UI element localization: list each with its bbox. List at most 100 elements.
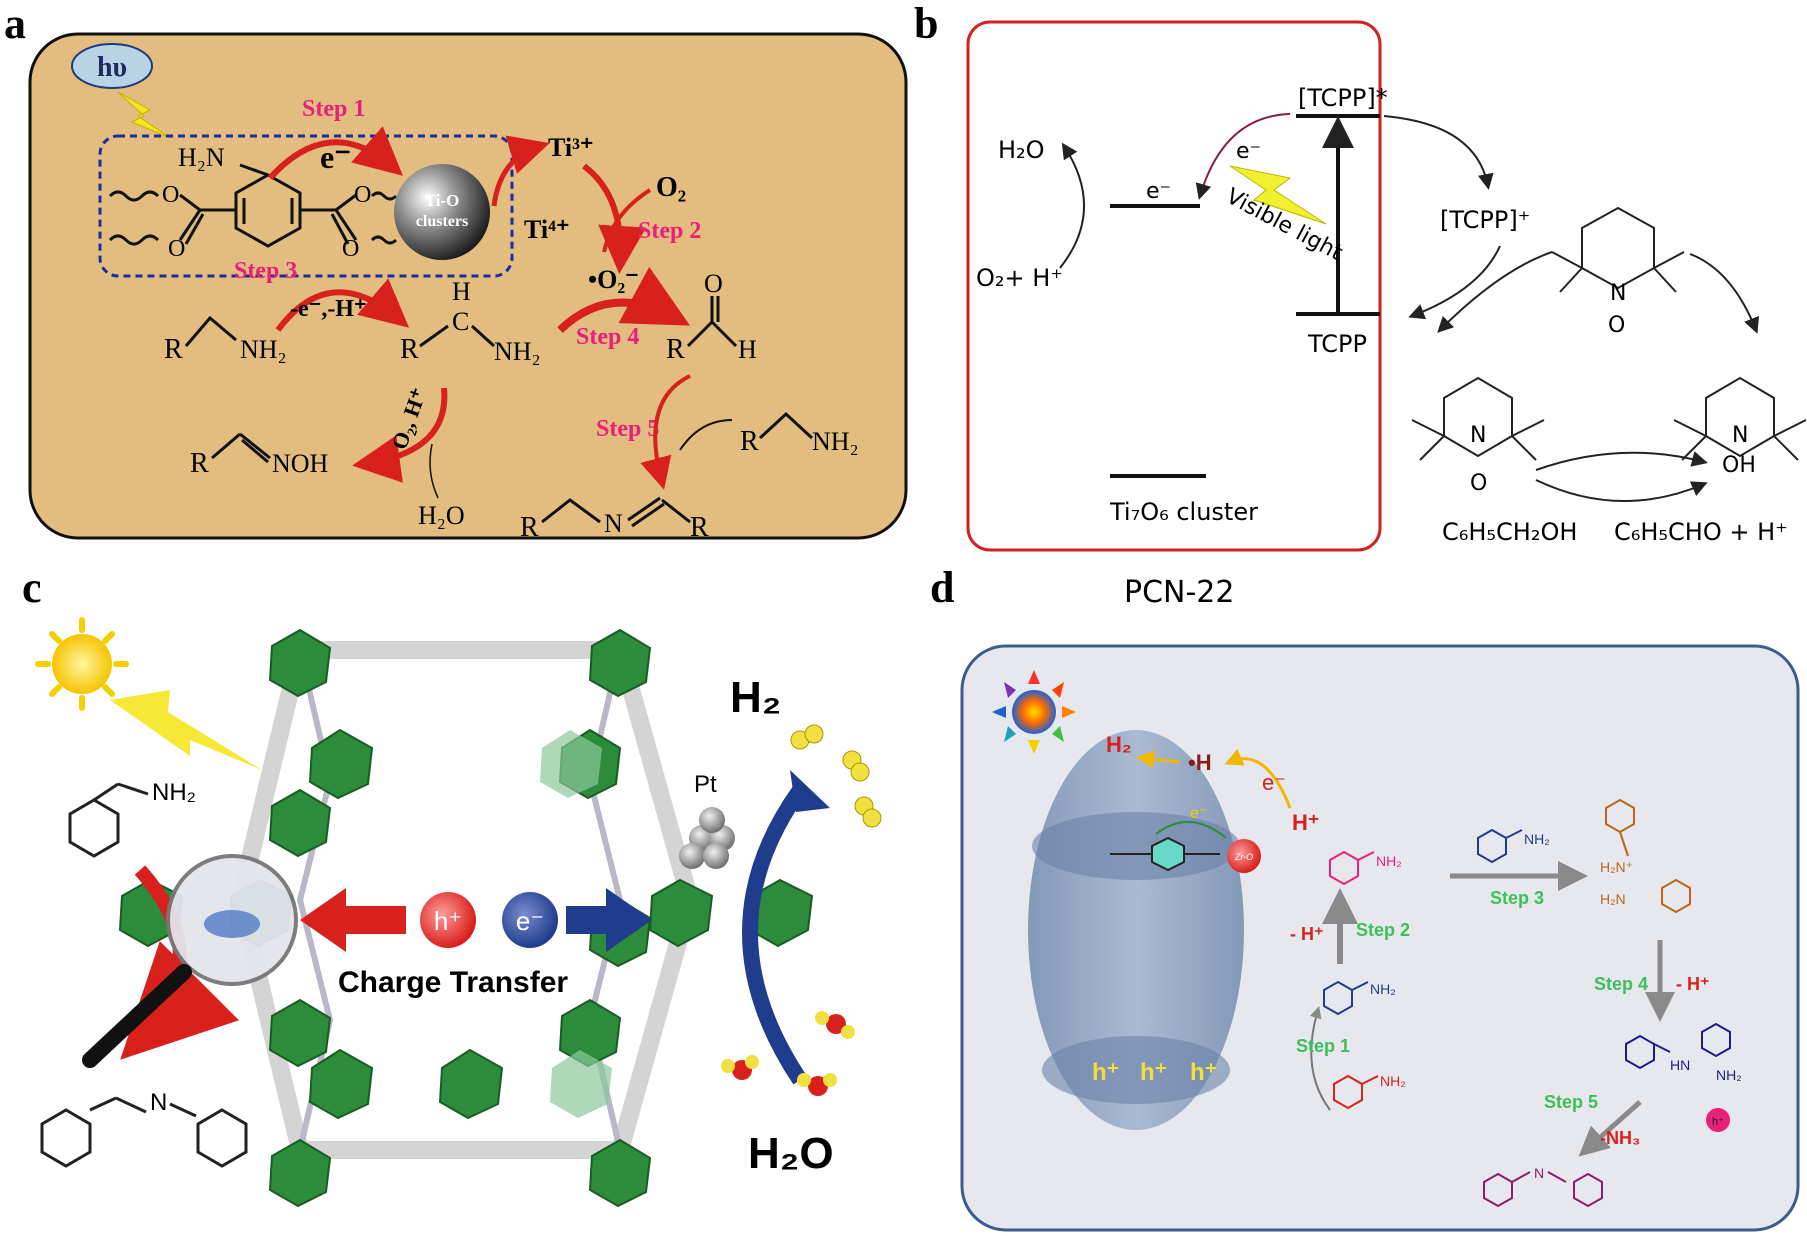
intermediate-d: [1625, 1022, 1731, 1070]
step4-label-d: Step 4: [1594, 974, 1648, 994]
step5-amine-arrow: [679, 419, 733, 451]
step3-label: Step 3: [234, 258, 297, 284]
visible-light-bolt: [1229, 165, 1327, 225]
h2-molecules: [790, 724, 882, 828]
ti-o-label-1: Ti-O: [425, 191, 460, 210]
hn-label: HN: [1670, 1057, 1690, 1073]
panel-letter-b: b: [914, 0, 939, 48]
radical-c: C: [452, 307, 469, 336]
r-amine-bonds: [184, 315, 237, 347]
imine-n-d: N: [1534, 1165, 1544, 1181]
minus-nh3-label: -NH₃: [1600, 1128, 1640, 1148]
carboxyl-o-4: O: [342, 236, 359, 262]
panel-a-background: [28, 32, 908, 540]
photon-ellipse: [71, 43, 153, 89]
photon-label: hυ: [97, 52, 127, 83]
r-radical: R: [400, 334, 419, 365]
h2o-label-c: H₂O: [748, 1129, 834, 1178]
step2-label-d: Step 2: [1356, 920, 1410, 940]
tempo-n: N: [1610, 281, 1626, 306]
aldehyde-o: O: [704, 269, 723, 298]
panel-letter-a: a: [4, 0, 26, 48]
amino-terephthalate-linker: [108, 163, 398, 248]
ti-o-cluster-sphere: [394, 164, 490, 260]
imine-c: [40, 1096, 248, 1168]
pt-label: Pt: [694, 771, 717, 798]
pcn22-label: PCN-22: [1124, 575, 1234, 610]
h2n-plus-label: H₂N⁺: [1600, 859, 1633, 875]
ti3-label: Ti³⁺: [548, 133, 594, 162]
panel-a: hυ H₂N O O O O Ti-O: [28, 32, 908, 543]
h2-label-c: H₂: [730, 673, 781, 722]
o2-label: O₂: [656, 172, 686, 203]
tcpp-star: [TCPP]*: [1298, 84, 1388, 112]
sun-icon: [35, 617, 129, 711]
panel-c: NH₂ N h⁺ e⁻ Charge Transfer: [35, 617, 882, 1208]
step5-label: Step 5: [596, 416, 659, 442]
ti-cycle-arrow-down: [582, 163, 647, 274]
nh2-d4-label: NH₂: [1716, 1067, 1742, 1083]
step2-label: Step 2: [638, 218, 701, 244]
superoxide-label: •O₂⁻: [588, 265, 639, 294]
lightning-icon: [117, 91, 171, 139]
charge-transfer-label: Charge Transfer: [338, 966, 568, 999]
r-oxime: R: [190, 448, 209, 479]
r-amine-2: R: [740, 426, 759, 457]
imine-n: N: [604, 509, 623, 538]
step3-label-d: Step 3: [1490, 888, 1544, 908]
r-aldehyde: R: [666, 334, 685, 365]
benzylamine-d: [1333, 1074, 1379, 1110]
adduct-d: [1605, 798, 1691, 914]
benzyl-alcohol: C₆H₅CH₂OH: [1442, 518, 1577, 546]
r-amine: R: [164, 334, 183, 365]
amine-label: H₂N: [178, 143, 225, 172]
tcpp-label: TCPP: [1307, 330, 1367, 358]
carboxyl-o-2: O: [168, 236, 185, 262]
panel-d: Zr-O e⁻ H₂ •H e⁻ H⁺ h⁺ h⁺ h⁺ NH₂ Step 1 …: [960, 644, 1800, 1232]
o2-arrow: [602, 188, 652, 253]
step4-arrow: [557, 266, 691, 333]
h2-label-d: H₂: [1106, 732, 1132, 757]
benzaldehyde: C₆H₅CHO + H⁺: [1614, 518, 1788, 546]
zr-o-cluster: [1227, 839, 1261, 873]
magnifier-handle: [82, 964, 192, 1068]
e-minus-1: e⁻: [1146, 179, 1171, 204]
oxime-label: NOH: [272, 449, 329, 478]
ti4-label: Ti⁴⁺: [524, 215, 570, 244]
hydroxylamine-oh: OH: [1722, 453, 1756, 478]
ti-cluster-label: Ti₇O₆ cluster: [1109, 498, 1258, 526]
h-label: H: [452, 277, 471, 306]
benzylamine-c: [68, 782, 149, 858]
r-imine-right: R: [690, 512, 709, 543]
carboxyl-o-1: O: [162, 182, 179, 208]
ti-cycle-arrow-up: [491, 135, 550, 207]
step5-label-d: Step 5: [1544, 1092, 1598, 1112]
h-plus-label: H⁺: [1292, 810, 1320, 835]
amine-cation-d: [1323, 980, 1369, 1016]
light-source-icon: [992, 670, 1076, 754]
hydroxylamine-n: N: [1732, 423, 1748, 448]
hole-1: h⁺: [1092, 1059, 1119, 1086]
lightning-icon-c: [110, 690, 262, 770]
oxoammonium-o: O: [1470, 471, 1487, 496]
minus-e-h-label: -e⁻,-H⁺: [290, 296, 367, 322]
nh2-amine-2: NH₂: [812, 427, 859, 456]
hole-label-d: h⁺: [1712, 1116, 1724, 1128]
electron-ball: [502, 892, 558, 948]
zr-o-label: Zr-O: [1234, 852, 1253, 862]
oxime-arrow: [352, 387, 448, 483]
h-radical-label: •H: [1188, 750, 1212, 775]
minus-h-2: - H⁺: [1676, 974, 1710, 994]
nh2-amine-d: NH₂: [1380, 1073, 1406, 1089]
tcpp-plus: [TCPP]⁺: [1440, 206, 1530, 234]
nh2-label-c: NH₂: [152, 779, 196, 806]
benzylamine-cation-step3: [1477, 828, 1523, 864]
step5-arrow: [640, 374, 691, 490]
nh2-cation-d: NH₂: [1370, 981, 1396, 997]
hydroxylamine-structure: [1673, 376, 1807, 461]
hole-ball-d: [1706, 1108, 1730, 1132]
panel-b: H₂O O₂+ H⁺ e⁻ [TCPP]* TCPP e⁻ Visible li…: [966, 20, 1807, 610]
tempo-o: O: [1608, 313, 1625, 338]
hole-arrow: [300, 888, 406, 952]
